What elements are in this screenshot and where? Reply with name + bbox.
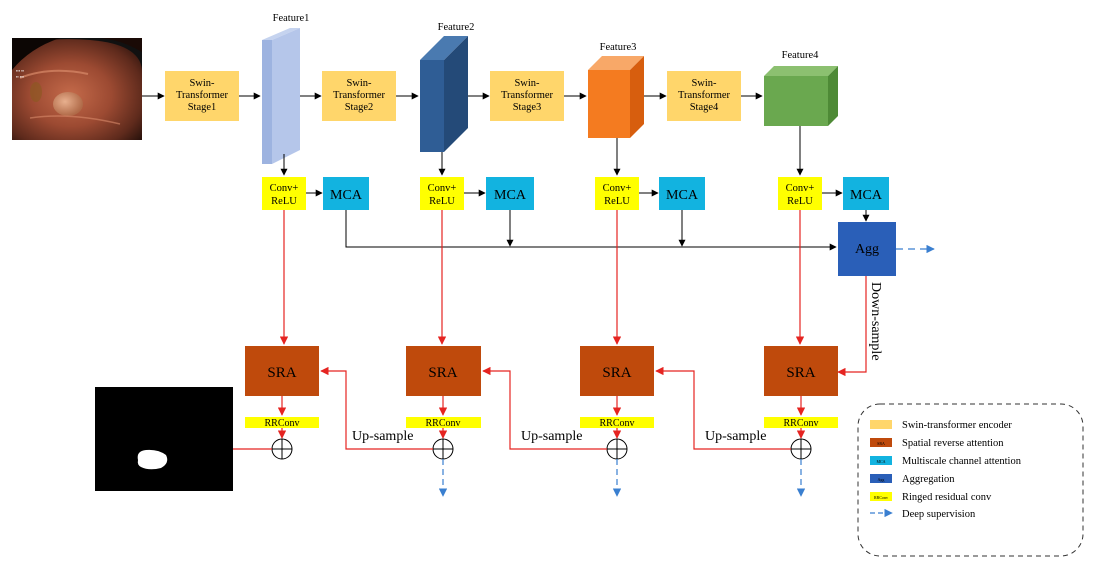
stage2-line3: Stage2 <box>345 102 374 113</box>
legend-text-deep-supervision: Deep supervision <box>902 509 976 520</box>
circle-plus-icon <box>790 438 812 460</box>
circle-plus-icon <box>271 438 293 460</box>
svg-text:MCA: MCA <box>494 188 527 203</box>
svg-text:ReLU: ReLU <box>787 196 813 207</box>
svg-text:Conv+: Conv+ <box>270 183 299 194</box>
rrconv-block-4: RRConv <box>764 417 838 429</box>
feature1-label: Feature1 <box>273 13 310 24</box>
circle-plus-icon <box>606 438 628 460</box>
stage4-line3: Stage4 <box>690 102 719 113</box>
sra-block-4: SRA <box>764 346 838 396</box>
stage2-line1: Swin- <box>346 78 372 89</box>
stage-box-2: Swin- Transformer Stage2 <box>322 71 396 121</box>
svg-text:SRA: SRA <box>267 365 296 381</box>
legend-swatch-rrconv <box>870 492 892 501</box>
svg-text:Conv+: Conv+ <box>428 183 457 194</box>
circle-plus-icon <box>432 438 454 460</box>
svg-text:MCA: MCA <box>876 459 885 464</box>
svg-text:ReLU: ReLU <box>429 196 455 207</box>
legend-text-encoder: Swin-transformer encoder <box>902 420 1012 431</box>
feature3-block <box>588 56 644 138</box>
svg-text:MCA: MCA <box>666 188 699 203</box>
legend-swatch-encoder <box>870 420 892 429</box>
sra-block-3: SRA <box>580 346 654 396</box>
svg-text:MCA: MCA <box>850 188 883 203</box>
svg-text:Agg: Agg <box>878 477 885 482</box>
conv-relu-4: Conv+ ReLU <box>778 177 822 210</box>
legend: Swin-transformer encoder SRA Spatial rev… <box>857 403 1084 557</box>
legend-text-agg: Aggregation <box>902 474 955 485</box>
svg-text:Conv+: Conv+ <box>786 183 815 194</box>
line-mca1-to-agg <box>345 210 837 251</box>
svg-text:ReLU: ReLU <box>604 196 630 207</box>
svg-text:Agg: Agg <box>855 242 879 257</box>
agg-block: Agg <box>838 222 896 276</box>
svg-text:RRConv: RRConv <box>874 495 888 500</box>
stage2-line2: Transformer <box>333 90 386 101</box>
rrconv-block-1: RRConv <box>245 417 319 429</box>
rrconv-block-2: RRConv <box>406 417 481 429</box>
sra-block-2: SRA <box>406 346 481 396</box>
conv-relu-2: Conv+ ReLU <box>420 177 464 210</box>
feature1-block <box>262 28 300 164</box>
stage-box-1: Swin- Transformer Stage1 <box>165 71 239 121</box>
stage4-line1: Swin- <box>691 78 717 89</box>
stage3-line3: Stage3 <box>513 102 542 113</box>
mca-block-4: MCA <box>843 177 889 210</box>
svg-text:RRConv: RRConv <box>264 418 299 429</box>
svg-text:Conv+: Conv+ <box>603 183 632 194</box>
svg-text:RRConv: RRConv <box>599 418 634 429</box>
stage-box-3: Swin- Transformer Stage3 <box>490 71 564 121</box>
rrconv-block-3: RRConv <box>580 417 654 429</box>
upsample-line-4-to-3 <box>655 366 791 450</box>
svg-text:MCA: MCA <box>330 188 363 203</box>
feature3-label: Feature3 <box>600 42 637 53</box>
conv-relu-1: Conv+ ReLU <box>262 177 306 210</box>
stage3-line1: Swin- <box>514 78 540 89</box>
stage1-line2: Transformer <box>176 90 229 101</box>
legend-text-rrconv: Ringed residual conv <box>902 492 992 503</box>
svg-text:SRA: SRA <box>786 365 815 381</box>
legend-swatch-sra <box>870 438 892 447</box>
stage1-line1: Swin- <box>189 78 215 89</box>
output-segmentation-mask <box>95 387 233 491</box>
feature4-block <box>764 66 838 126</box>
feature4-label: Feature4 <box>782 50 819 61</box>
stage4-line2: Transformer <box>678 90 731 101</box>
upsample-label-3: Up-sample <box>705 429 766 444</box>
upsample-label-1: Up-sample <box>352 429 413 444</box>
legend-text-sra: Spatial reverse attention <box>902 438 1004 449</box>
stage-box-4: Swin- Transformer Stage4 <box>667 71 741 121</box>
svg-text:ReLU: ReLU <box>271 196 297 207</box>
downsample-line <box>837 276 867 377</box>
conv-relu-3: Conv+ ReLU <box>595 177 639 210</box>
feature2-block <box>420 36 468 152</box>
mca-block-3: MCA <box>659 177 705 210</box>
input-endoscopy-image: ▪▪▪ ▪▪ ▪▪ ▪▪▪ <box>12 38 142 140</box>
mca-block-2: MCA <box>486 177 534 210</box>
upsample-label-2: Up-sample <box>521 429 582 444</box>
mca-block-1: MCA <box>323 177 369 210</box>
svg-text:SRA: SRA <box>428 365 457 381</box>
svg-text:SRA: SRA <box>602 365 631 381</box>
upsample-line-2-to-1 <box>320 366 433 450</box>
stage3-line2: Transformer <box>501 90 554 101</box>
downsample-label: Down-sample <box>868 282 883 361</box>
svg-text:▪▪ ▪▪▪: ▪▪ ▪▪▪ <box>16 74 25 79</box>
svg-text:SRA: SRA <box>877 441 885 446</box>
legend-swatch-agg <box>870 474 892 483</box>
svg-text:RRConv: RRConv <box>425 418 460 429</box>
svg-text:▪▪▪ ▪▪: ▪▪▪ ▪▪ <box>16 68 25 73</box>
upsample-line-3-to-2 <box>482 366 607 450</box>
sra-block-1: SRA <box>245 346 319 396</box>
stage1-line3: Stage1 <box>188 102 217 113</box>
legend-text-mca: Multiscale channel attention <box>902 456 1022 467</box>
feature2-label: Feature2 <box>438 22 475 33</box>
legend-swatch-mca <box>870 456 892 465</box>
svg-text:RRConv: RRConv <box>783 418 818 429</box>
